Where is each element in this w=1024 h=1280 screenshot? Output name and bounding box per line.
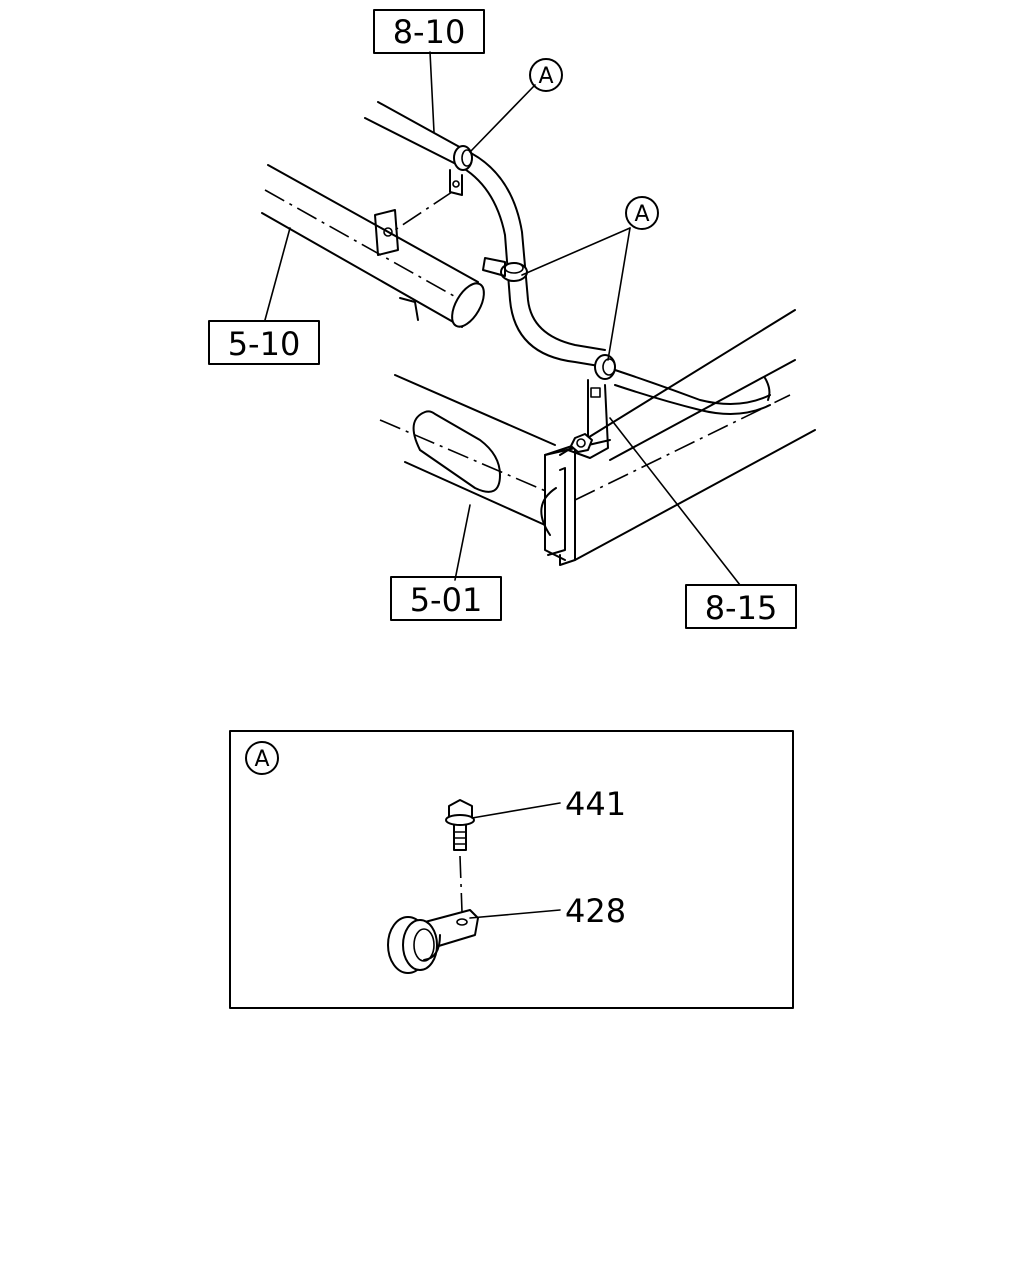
pipe-clip-1 [449, 145, 473, 196]
callout-a-right-label: A [634, 202, 649, 227]
brake-pipe [364, 101, 771, 415]
bolt-441 [445, 799, 475, 851]
part-number-428[interactable]: 428 [565, 892, 626, 930]
leader-lines [264, 51, 741, 586]
leader-441 [471, 802, 561, 819]
ref-box-8-10[interactable]: 8-10 [373, 9, 485, 54]
frame-rail-5-10 [261, 164, 485, 328]
pipe-clip-2 [482, 257, 528, 282]
bolt-centerline [459, 855, 463, 913]
pipe-clip-3 [567, 354, 616, 459]
clip-428 [387, 909, 479, 974]
assembly-centerline [394, 191, 453, 231]
callout-a-right[interactable]: A [625, 196, 659, 230]
callout-a-top-label: A [538, 64, 553, 89]
ref-label-8-15: 8-15 [705, 589, 778, 627]
ref-label-8-10: 8-10 [393, 13, 466, 51]
detail-a-tag: A [254, 747, 269, 772]
leader-428 [469, 909, 561, 919]
ref-label-5-10: 5-10 [228, 325, 301, 363]
ref-box-8-15[interactable]: 8-15 [685, 584, 797, 629]
detail-a-panel: A [229, 730, 794, 1009]
ref-label-5-01: 5-01 [410, 581, 483, 619]
part-number-441[interactable]: 441 [565, 785, 626, 823]
callout-a-top[interactable]: A [529, 58, 563, 92]
ref-box-5-01[interactable]: 5-01 [390, 576, 502, 621]
ref-box-5-10[interactable]: 5-10 [208, 320, 320, 365]
